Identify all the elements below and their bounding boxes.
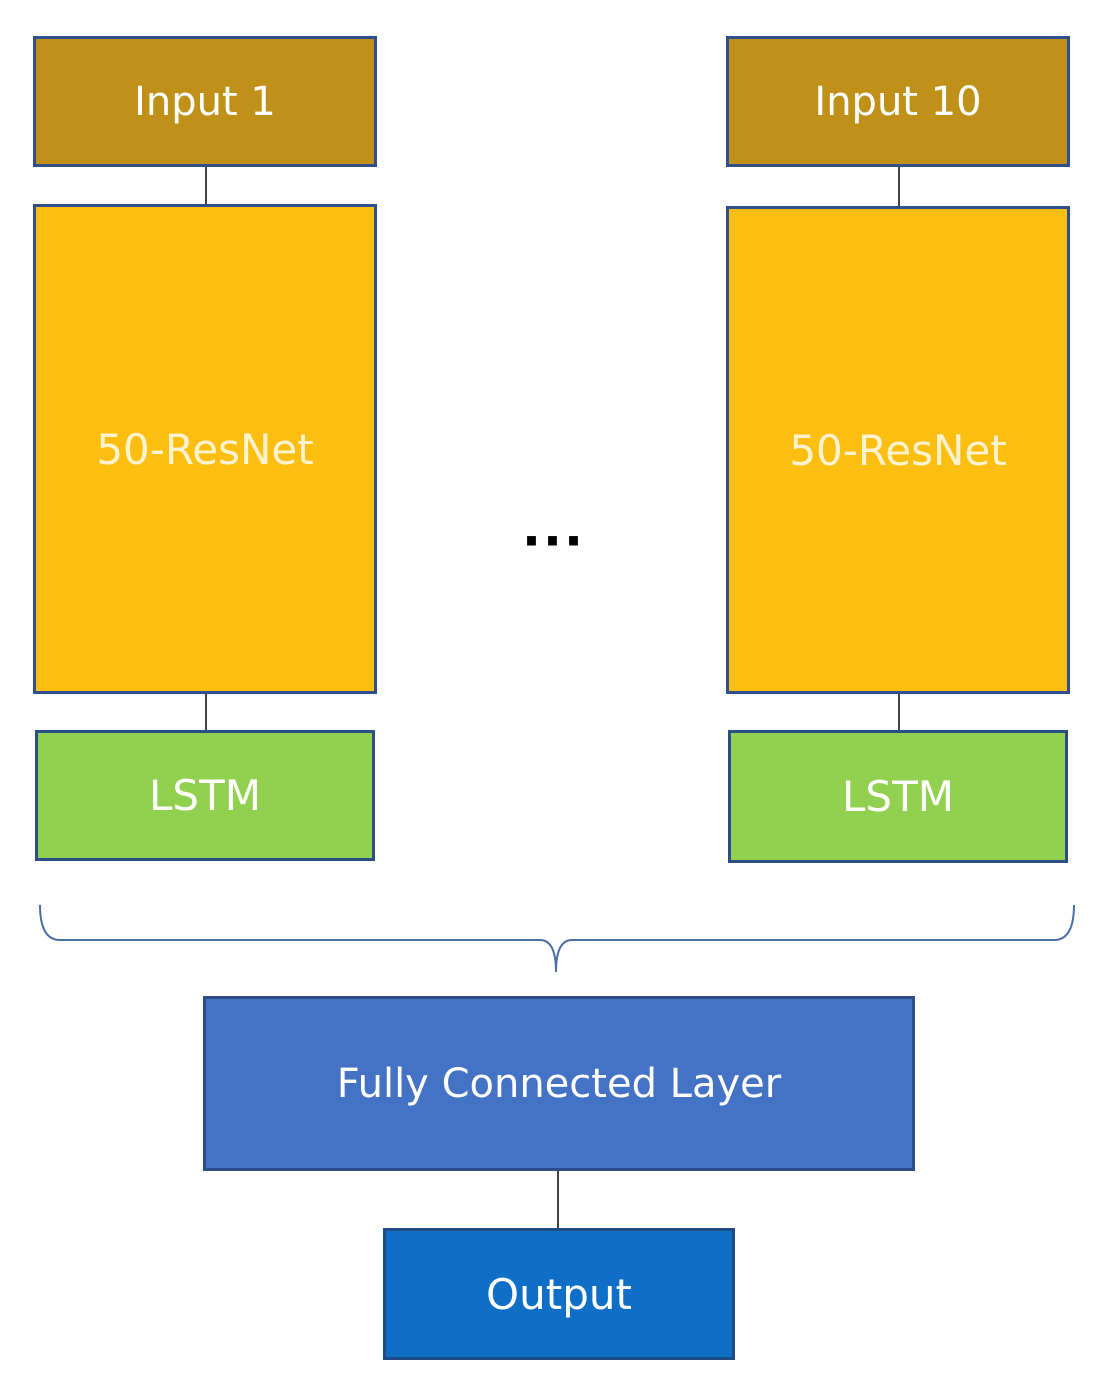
connector-input10-resnet [898, 167, 900, 206]
resnet-left-label: 50-ResNet [96, 424, 314, 474]
connector-resnet-lstm-left [205, 694, 207, 730]
connector-input1-resnet [205, 167, 207, 204]
lstm-left-box: LSTM [35, 730, 375, 861]
output-box: Output [383, 1228, 735, 1360]
connector-fc-output [557, 1171, 559, 1228]
connector-resnet-lstm-right [898, 694, 900, 730]
lstm-left-label: LSTM [149, 771, 261, 820]
resnet-left-box: 50-ResNet [33, 204, 377, 694]
output-label: Output [486, 1269, 632, 1319]
input-10-box: Input 10 [726, 36, 1070, 167]
lstm-right-label: LSTM [842, 772, 954, 821]
fully-connected-label: Fully Connected Layer [336, 1060, 782, 1107]
ellipsis-separator: ··· [522, 512, 585, 570]
resnet-right-label: 50-ResNet [789, 425, 1007, 475]
lstm-right-box: LSTM [728, 730, 1068, 863]
resnet-right-box: 50-ResNet [726, 206, 1070, 694]
input-1-box: Input 1 [33, 36, 377, 167]
fully-connected-layer-box: Fully Connected Layer [203, 996, 915, 1171]
brace-path [39, 904, 1075, 973]
input-1-label: Input 1 [134, 78, 276, 125]
input-10-label: Input 10 [814, 78, 982, 125]
